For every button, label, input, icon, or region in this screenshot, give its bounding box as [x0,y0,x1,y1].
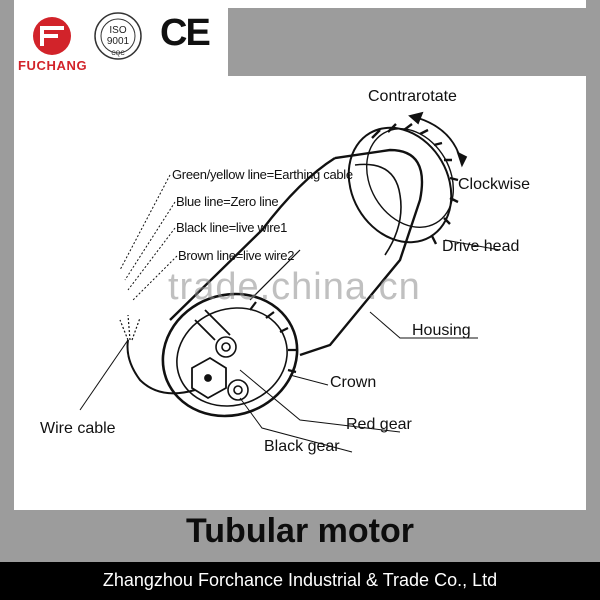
label-blue-line: Blue line=Zero line [176,194,279,209]
housing-outline-left [169,156,336,321]
leader-black-gear [239,397,353,453]
end-face [161,292,299,418]
label-drive-head: Drive head [442,238,520,255]
watermark: trade.china.cn [168,266,421,308]
label-black-line: Black line=live wire1 [176,220,288,235]
contrarotate-arrow-icon [408,111,424,125]
right-frame [586,0,600,600]
iso-number: 9001 [107,36,130,47]
leader-drive-head [444,239,501,251]
clockwise-arrow-icon [456,151,468,168]
housing-shade-line [249,249,301,301]
crown-teeth [249,301,297,374]
iso-seal-icon: ISO 9001 CQC [94,12,142,60]
footer-bar [0,562,600,600]
drive-head [347,123,459,245]
label-clockwise: Clockwise [458,176,531,193]
leader-housing [369,311,478,339]
label-wire-cable: Wire cable [40,420,116,437]
label-green-yellow-line: Green/yellow line=Earthing cable [172,167,353,182]
iso-text: ISO [109,25,126,36]
label-black-gear: Black gear [264,438,340,455]
left-frame [0,0,14,600]
leader-lines [79,174,501,453]
leader-wire-cable [79,339,129,411]
housing-inner-line [354,163,402,256]
label-brown-line: Brown line=live wire2 [178,248,295,263]
company-name: Zhangzhou Forchance Industrial & Trade C… [102,570,498,590]
end-face-spokes [194,309,231,341]
title-bar [0,510,600,562]
product-title: Tubular motor [186,512,414,550]
leader-crown [289,374,329,386]
label-red-gear: Red gear [346,416,412,433]
wire-cable [119,314,196,395]
red-gear [215,336,237,358]
leader-green-yellow [119,174,171,271]
motor-body [169,148,424,357]
header-gray-strip [228,8,600,76]
housing-outline-right [299,148,424,357]
rotation-arrow [408,111,468,168]
leader-black [127,227,176,291]
iso-sub: CQC [111,51,125,57]
ce-mark: CE [160,12,211,54]
label-crown: Crown [330,374,377,391]
brand-name: FUCHANG [18,58,88,73]
label-contrarotate: Contrarotate [368,88,457,105]
drive-head-teeth [371,123,459,245]
leader-red-gear [239,369,401,433]
connector-block [191,356,227,400]
leader-blue [124,201,176,281]
fuchang-logo-icon [33,17,71,55]
label-housing: Housing [412,322,471,339]
black-gear [227,379,249,401]
